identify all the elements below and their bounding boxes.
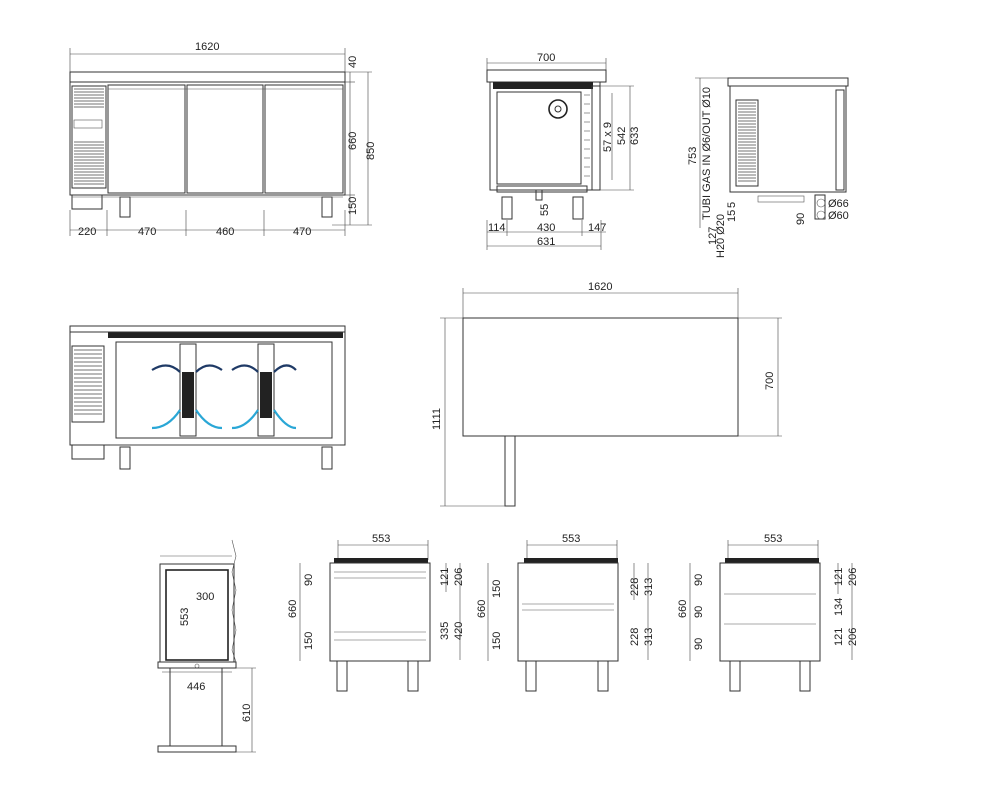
side-base-a: 114 [488,222,506,234]
d2-r2: 313 [643,578,655,596]
back-d60: Ø60 [828,210,849,222]
front-seg2: 470 [138,226,156,238]
door-h610: 610 [241,704,253,722]
plan-open-depth: 1111 [431,408,443,430]
d1-left-a: 90 [303,574,315,586]
front-total-height: 850 [365,142,377,160]
back-15: 15 [726,210,738,222]
back-water-label: H20 Ø20 [715,214,727,258]
side-depth-label: 700 [537,52,555,64]
d1-r1: 121 [439,568,451,586]
front-view: 1620 [69,41,377,238]
door-h553: 553 [179,608,191,626]
d3-r3: 134 [833,598,845,616]
door-w300: 300 [196,591,214,603]
plan-depth: 700 [764,372,776,390]
side-inner-w: 542 [616,127,628,145]
back-view: 753 TUBI GAS IN Ø6/OUT Ø10 H20 Ø20 127 1… [687,77,849,258]
front-top-height: 40 [347,56,359,68]
front-seg1: 220 [78,226,96,238]
front-airflow-view [69,325,346,470]
side-inner-h: 633 [629,127,641,145]
d2-r4: 313 [643,628,655,646]
side-base-total: 631 [537,236,555,248]
d1-r4: 420 [453,622,465,640]
door-w446: 446 [187,681,205,693]
back-height: 753 [687,147,699,165]
d2-left-a: 150 [491,580,503,598]
d3-r1: 121 [833,568,845,586]
d2-top: 553 [562,533,580,545]
back-127: 127 [707,227,719,245]
back-gas-label: TUBI GAS IN Ø6/OUT Ø10 [701,87,713,220]
drawer-section-3: 553 660 90 90 90 121 206 134 121 206 [677,533,859,692]
side-base-c: 147 [588,222,606,234]
d2-left-b: 150 [491,632,503,650]
d3-r2: 206 [847,568,859,586]
front-body-height: 660 [347,132,359,150]
d3-r5: 206 [847,628,859,646]
side-base-b: 430 [537,222,555,234]
front-leg-height: 150 [347,197,359,215]
front-seg3: 460 [216,226,234,238]
d1-r3: 335 [439,622,451,640]
front-seg4: 470 [293,226,311,238]
d3-r4: 121 [833,628,845,646]
side-section: 700 57 x 9 542 633 55 [486,52,641,250]
back-5: 5 [726,202,738,208]
d3-left-a: 90 [693,574,705,586]
drawer-section-2: 553 660 150 150 228 313 228 313 [476,533,655,692]
d3-overall: 660 [677,600,689,618]
d3-top: 553 [764,533,782,545]
door-detail: 300 553 446 610 [157,539,256,753]
back-d66: Ø66 [828,198,849,210]
plan-width: 1620 [588,281,612,293]
d3-left-c: 90 [693,638,705,650]
front-width-label: 1620 [195,41,219,53]
side-rail-label: 57 x 9 [602,122,614,152]
d2-r3: 228 [629,628,641,646]
d2-overall: 660 [476,600,488,618]
d2-r1: 228 [629,578,641,596]
side-drain: 55 [539,204,551,216]
d3-left-b: 90 [693,606,705,618]
d1-overall: 660 [287,600,299,618]
d1-left-b: 150 [303,632,315,650]
d1-top: 553 [372,533,390,545]
d1-r2: 206 [453,568,465,586]
back-90: 90 [795,213,807,225]
drawer-section-1: 553 660 90 150 121 206 335 420 [287,533,465,692]
plan-view: 1620 700 1111 [431,281,782,507]
